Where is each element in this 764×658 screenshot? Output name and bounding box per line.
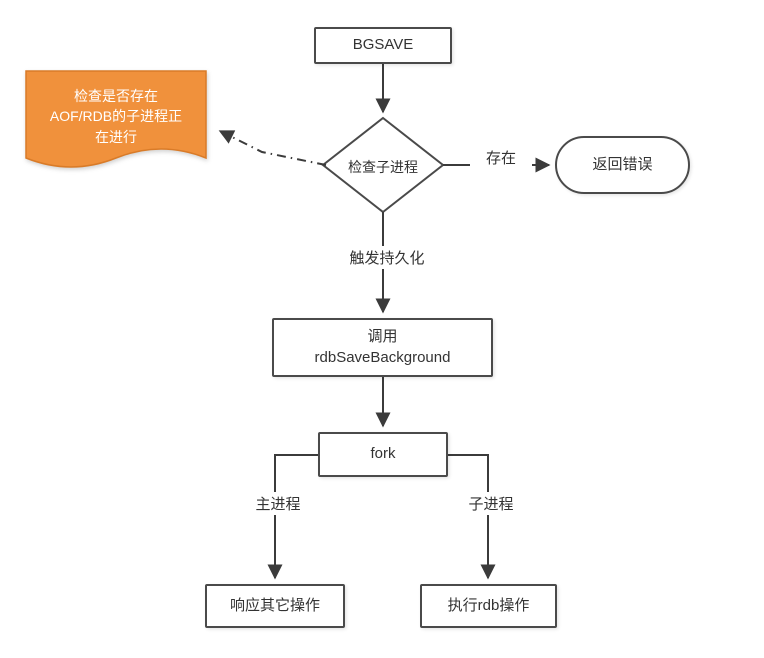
node-fork: fork xyxy=(318,432,448,477)
note-document-path xyxy=(25,70,207,168)
node-check-child-label: 检查子进程 xyxy=(348,159,418,175)
node-return-error: 返回错误 xyxy=(555,136,690,194)
note-text: 检查是否存在 AOF/RDB的子进程正 在进行 xyxy=(49,88,183,145)
node-fork-label: fork xyxy=(370,445,396,463)
edge-label-child-process: 子进程 xyxy=(457,492,525,515)
edge-label-main-process: 主进程 xyxy=(244,492,312,515)
edge-label-exists: 存在 xyxy=(470,146,532,169)
node-call-rdbsavebackground: 调用 rdbSaveBackground xyxy=(272,318,493,377)
node-call-line1: 调用 xyxy=(367,328,398,346)
node-exec-rdb-label: 执行rdb操作 xyxy=(447,596,530,614)
node-exec-rdb: 执行rdb操作 xyxy=(420,584,557,628)
node-call-line2: rdbSaveBackground xyxy=(314,348,451,366)
node-return-error-label: 返回错误 xyxy=(592,155,653,173)
node-respond-other-label: 响应其它操作 xyxy=(229,596,320,614)
edge-fork-to-respond xyxy=(267,454,318,580)
node-bgsave-label: BGSAVE xyxy=(352,36,414,54)
note-document-shape xyxy=(25,70,207,168)
node-bgsave: BGSAVE xyxy=(314,27,452,64)
edge-check-to-note xyxy=(218,130,327,166)
node-call-lines: 调用 rdbSaveBackground xyxy=(315,327,451,368)
node-respond-other: 响应其它操作 xyxy=(205,584,345,628)
edge-fork-to-execrdb xyxy=(448,454,496,580)
edge-label-trigger-persistence: 触发持久化 xyxy=(338,246,436,269)
